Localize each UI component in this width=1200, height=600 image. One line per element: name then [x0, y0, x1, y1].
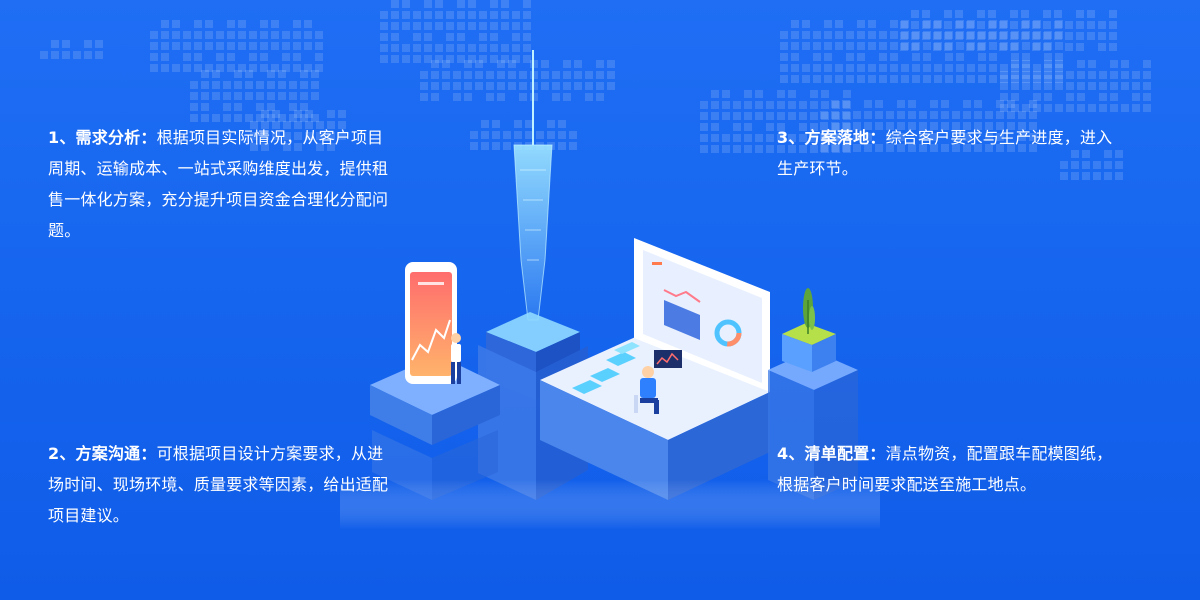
block-title: 方案落地: [804, 128, 870, 147]
block-text: 清点物资，配置跟车配模图纸，根据客户时间要求配送至施工地点。: [777, 444, 1113, 494]
world-map-dots-icon: [40, 0, 1151, 180]
info-block-plan-communication: 2、方案沟通：可根据项目设计方案要求，从进场时间、现场环境、质量要求等因素，给出…: [48, 438, 393, 531]
block-title: 方案沟通: [75, 444, 141, 463]
smartphone-chart-icon: [405, 262, 457, 384]
block-title: 需求分析: [75, 128, 141, 147]
info-block-needs-analysis: 1、需求分析：根据项目实际情况，从客户项目周期、运输成本、一站式采购维度出发，提…: [48, 122, 398, 246]
info-block-list-configuration: 4、清单配置：清点物资，配置跟车配模图纸，根据客户时间要求配送至施工地点。: [777, 438, 1122, 500]
block-separator: ：: [140, 444, 157, 463]
block-number: 1、: [48, 128, 76, 147]
block-number: 2、: [48, 444, 76, 463]
block-number: 3、: [777, 128, 805, 147]
potted-plant-icon: [782, 288, 836, 372]
block-number: 4、: [777, 444, 805, 463]
block-text: 综合客户要求与生产进度，进入生产环节。: [777, 128, 1113, 178]
tv-tower-icon: [513, 50, 553, 321]
person-at-desk-icon: [634, 350, 682, 414]
block-text: 根据项目实际情况，从客户项目周期、运输成本、一站式采购维度出发，提供租售一体化方…: [48, 128, 389, 240]
block-title: 清单配置: [804, 444, 870, 463]
block-separator: ：: [140, 128, 157, 147]
monitor-dashboard-icon: [634, 238, 770, 392]
block-separator: ：: [869, 444, 886, 463]
info-block-plan-implementation: 3、方案落地：综合客户要求与生产进度，进入生产环节。: [777, 122, 1122, 184]
block-text: 可根据项目设计方案要求，从进场时间、现场环境、质量要求等因素，给出适配项目建议。: [48, 444, 389, 525]
block-separator: ：: [869, 128, 886, 147]
person-standing-icon: [451, 333, 461, 384]
